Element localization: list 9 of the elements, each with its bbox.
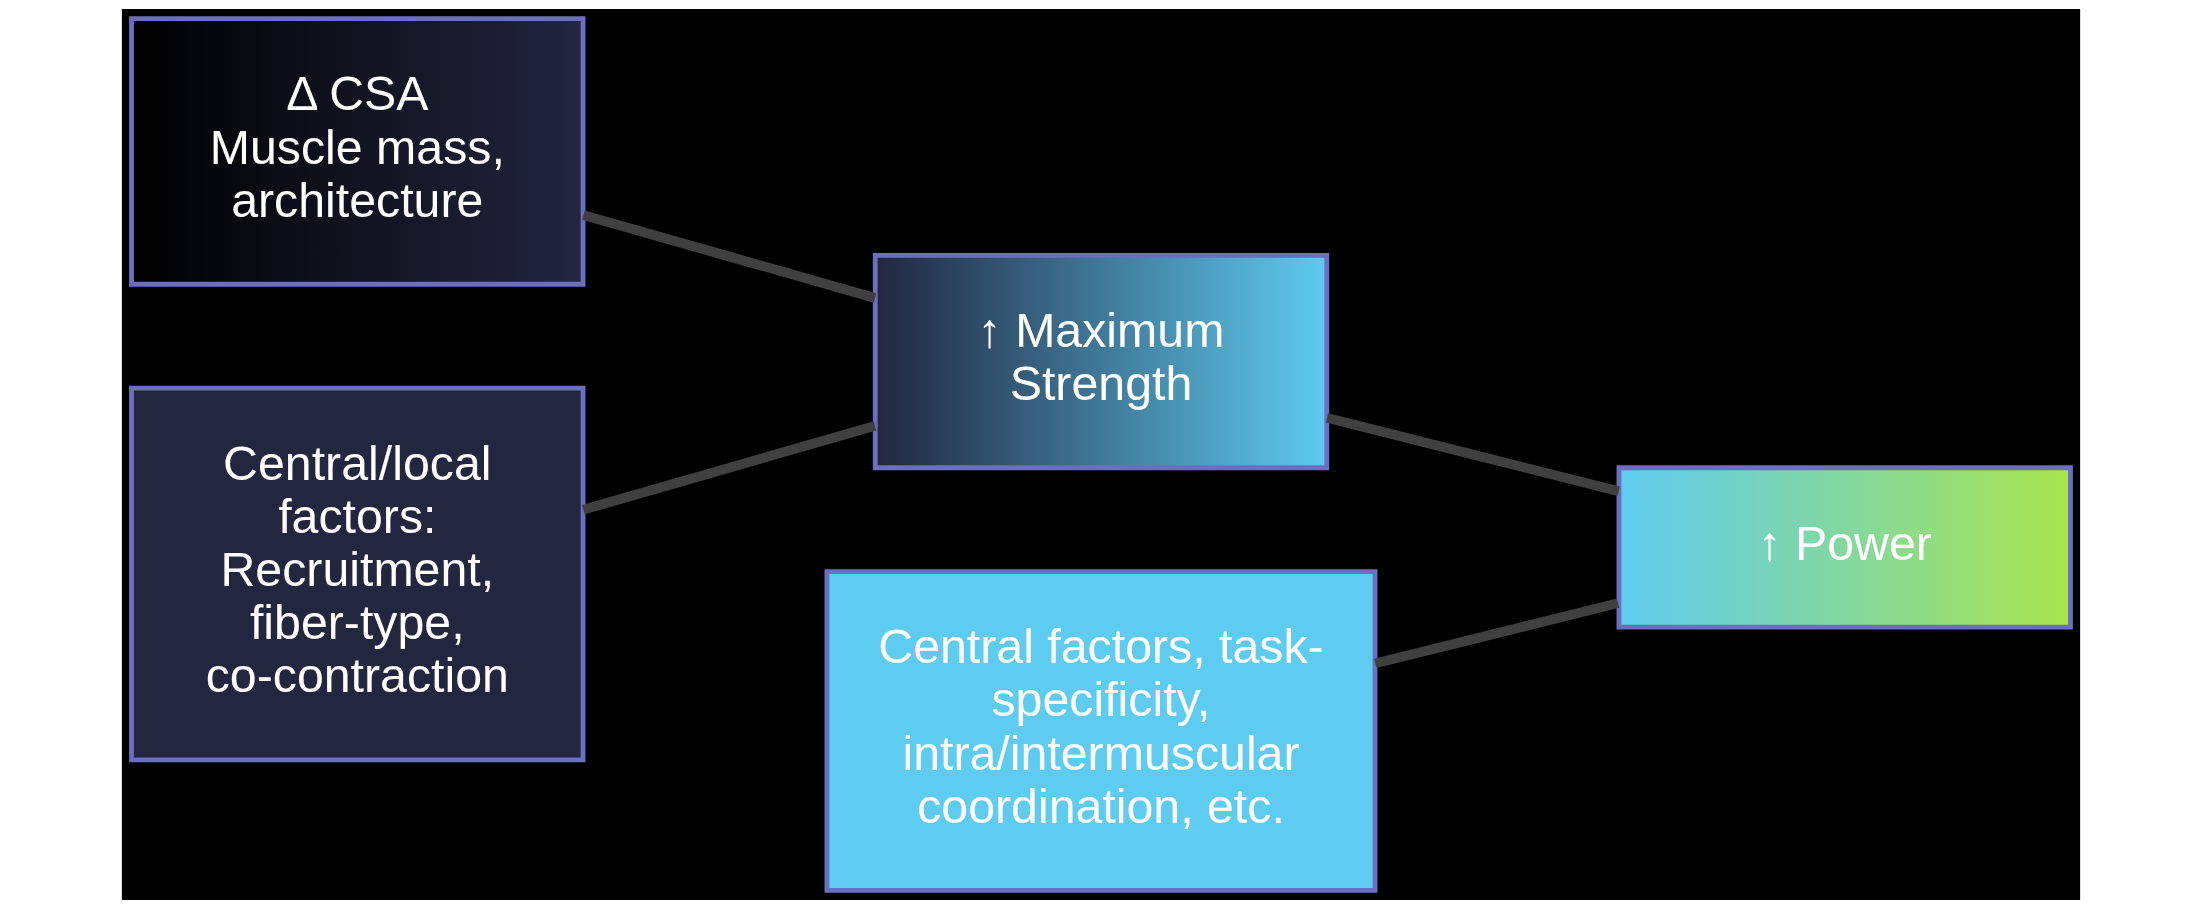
node-box: Central/local factors: Recruitment, fiber-type, co-contraction <box>128 385 585 762</box>
connector <box>581 209 876 303</box>
connector <box>1373 597 1619 668</box>
connector <box>581 420 876 514</box>
connector <box>1325 412 1620 496</box>
node-box: ↑ Power <box>1616 464 2073 630</box>
node-box: ↑ Maximum Strength <box>872 252 1329 470</box>
node-box: Central factors, task-specificity, intra/intermuscular coordination, etc. <box>824 568 1377 893</box>
node-box: Δ CSA Muscle mass, architecture <box>128 15 585 287</box>
